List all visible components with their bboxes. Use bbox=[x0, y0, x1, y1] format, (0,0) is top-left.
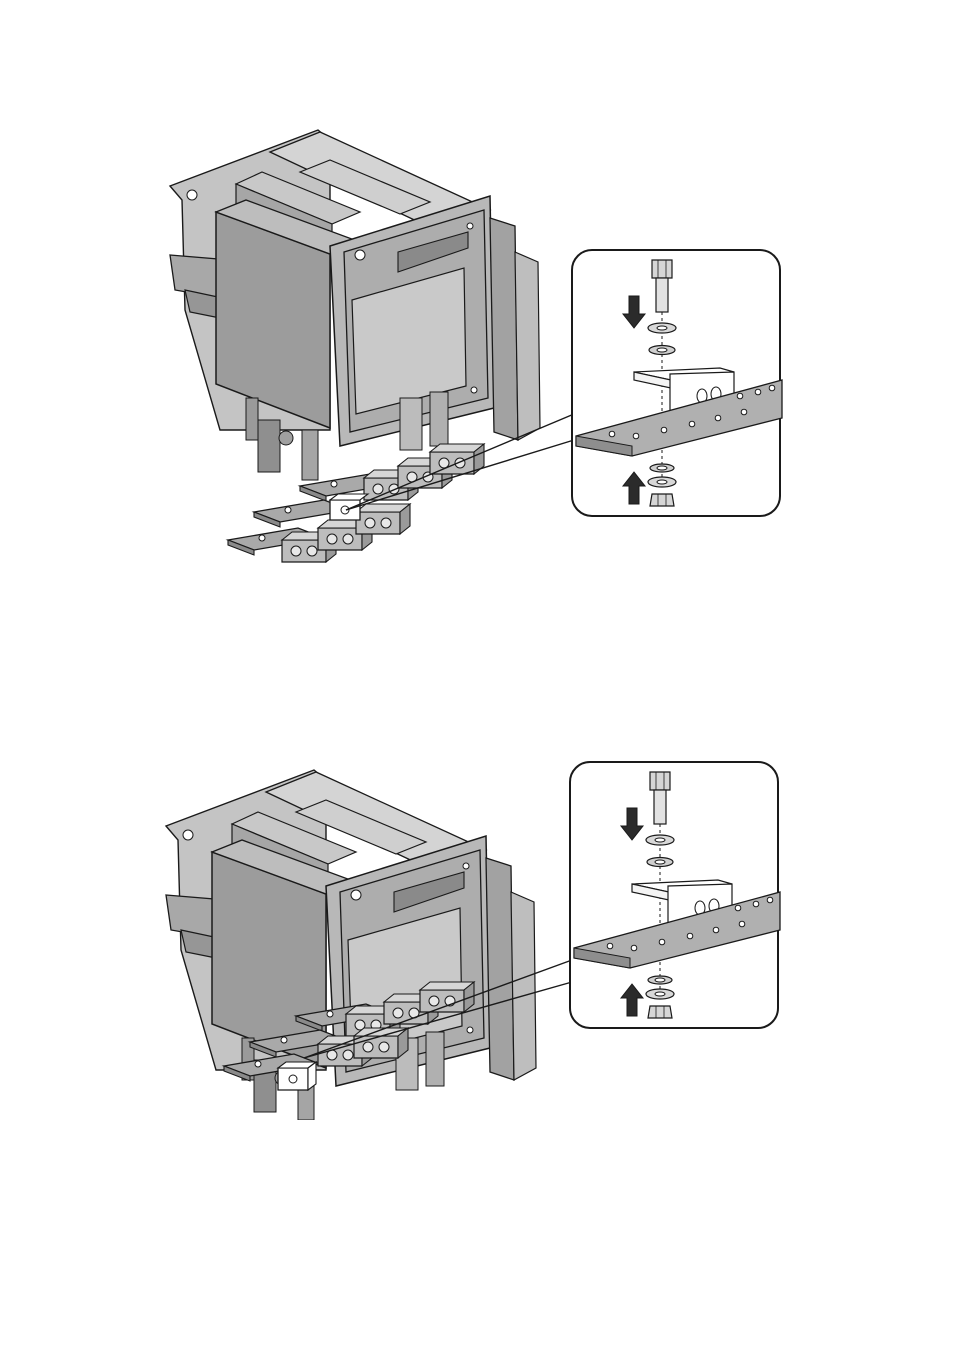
terminal-group bbox=[227, 443, 485, 563]
detail-callout bbox=[569, 761, 781, 1029]
highlighted-terminal bbox=[328, 493, 370, 521]
leader-line bbox=[345, 413, 575, 511]
leader-line bbox=[303, 981, 573, 1059]
detail-callout bbox=[571, 249, 783, 517]
installation-figure-step-2 bbox=[0, 520, 954, 1120]
installation-figure-step-1 bbox=[0, 0, 954, 620]
leader-line bbox=[345, 439, 575, 511]
leader-line bbox=[303, 959, 573, 1059]
terminal-group bbox=[223, 981, 475, 1092]
highlighted-terminal bbox=[276, 1060, 318, 1092]
breaker-cradle-assembly bbox=[165, 769, 537, 1120]
breaker-cradle-assembly bbox=[169, 129, 541, 481]
